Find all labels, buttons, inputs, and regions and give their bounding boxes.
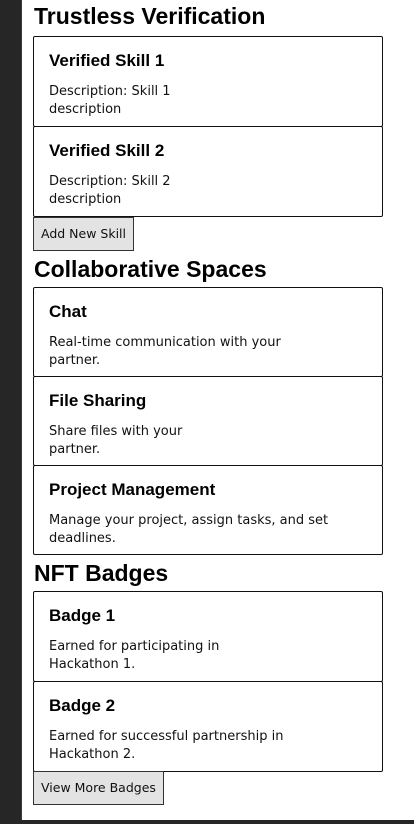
space-title: Project Management (49, 480, 216, 499)
section-title-collaborative-spaces: Collaborative Spaces (34, 256, 267, 282)
badge-card: Badge 2 Earned for successful partnershi… (33, 681, 383, 772)
skill-card: Verified Skill 2 Description: Skill 2 de… (33, 126, 383, 217)
space-description: Share files with your partner. (49, 424, 183, 457)
space-title: Chat (49, 302, 87, 321)
badge-title: Badge 2 (49, 696, 116, 715)
space-title: File Sharing (49, 391, 147, 410)
section-title-nft-badges: NFT Badges (34, 560, 169, 586)
collaborative-spaces-list: Chat Real-time communication with your p… (22, 287, 383, 555)
space-card-project-management[interactable]: Project Management Manage your project, … (33, 465, 383, 555)
space-description: Manage your project, assign tasks, and s… (49, 513, 329, 546)
badge-card: Badge 1 Earned for participating in Hack… (33, 591, 383, 682)
badge-title: Badge 1 (49, 606, 116, 625)
badge-description: Earned for successful partnership in Hac… (49, 729, 284, 762)
add-new-skill-button[interactable]: Add New Skill (33, 217, 135, 251)
space-card-file-sharing[interactable]: File Sharing Share files with your partn… (33, 376, 383, 466)
space-card-chat[interactable]: Chat Real-time communication with your p… (33, 287, 383, 377)
space-description: Real-time communication with your partne… (49, 335, 281, 368)
badge-description: Earned for participating in Hackathon 1. (49, 639, 220, 672)
skill-title: Verified Skill 2 (49, 141, 165, 160)
nft-badges-list: Badge 1 Earned for participating in Hack… (22, 591, 383, 772)
view-more-badges-button[interactable]: View More Badges (33, 771, 164, 805)
bottom-edge (0, 820, 414, 824)
main-panel: Trustless Verification Verified Skill 1 … (21, 0, 414, 820)
skill-description: Description: Skill 2 description (49, 174, 171, 207)
skill-card: Verified Skill 1 Description: Skill 1 de… (33, 36, 383, 127)
verified-skills-list: Verified Skill 1 Description: Skill 1 de… (22, 36, 383, 217)
section-title-trustless-verification: Trustless Verification (34, 3, 266, 29)
skill-description: Description: Skill 1 description (49, 84, 171, 117)
skill-title: Verified Skill 1 (49, 51, 165, 70)
